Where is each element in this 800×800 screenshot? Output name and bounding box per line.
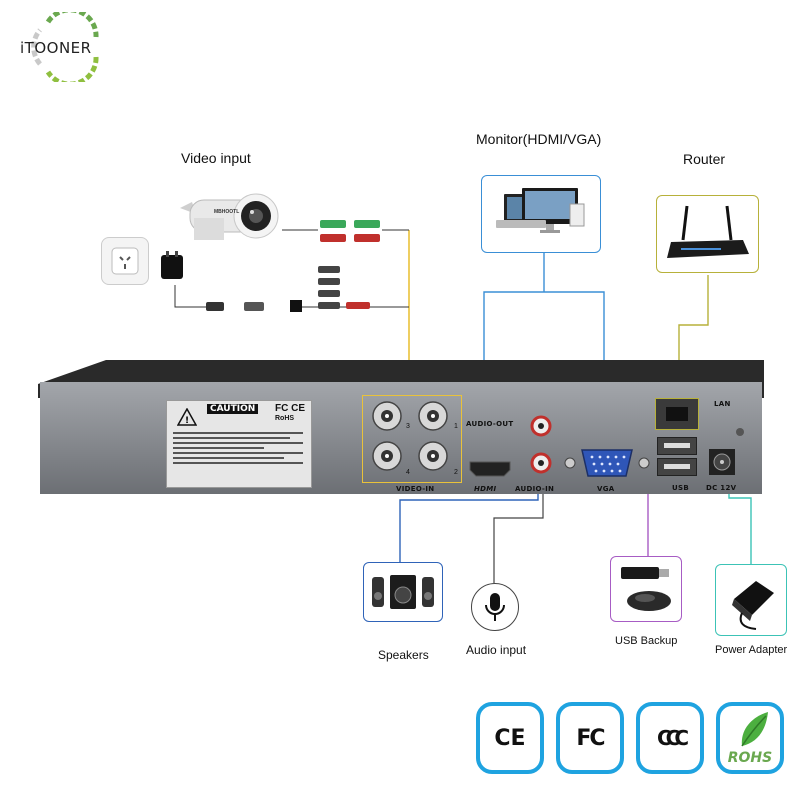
- speakers-label: Speakers: [378, 648, 429, 662]
- speakers-box: [363, 562, 443, 622]
- ccc-cert-badge: CCC: [636, 702, 704, 774]
- video-in-label: VIDEO-IN: [396, 485, 435, 493]
- logo-ring-icon: [31, 7, 99, 87]
- fc-cert-text: FC: [576, 725, 605, 751]
- cable-splitter-icon: [206, 266, 370, 312]
- bnc-number-3: 3: [406, 423, 410, 430]
- rohs-cert-badge: ROHS: [716, 702, 784, 774]
- router-box: [656, 195, 759, 273]
- video-in-ports: 3 1 4 2: [362, 395, 462, 483]
- usb-backup-label: USB Backup: [615, 635, 678, 647]
- rohs-mark: RoHS: [275, 415, 295, 422]
- screw-icon: [736, 428, 744, 436]
- dvr-unit: [38, 360, 764, 498]
- rohs-cert-text: ROHS: [727, 750, 773, 766]
- lan-label: LAN: [714, 400, 731, 408]
- audio-in-label: AUDIO-IN: [515, 485, 555, 493]
- leaf-icon: [741, 712, 768, 747]
- power-socket-icon: [101, 237, 149, 285]
- usb-port-1: [657, 437, 697, 455]
- power-adapter-box: [715, 564, 787, 636]
- usb-port-2: [657, 458, 697, 476]
- caution-title: CAUTION: [207, 404, 259, 414]
- power-adapter-label: Power Adapter: [715, 644, 788, 656]
- power-plug-icon: [161, 251, 183, 279]
- ccc-cert-text: CCC: [656, 726, 689, 750]
- svg-text:!: !: [185, 416, 189, 426]
- bnc-number-1: 1: [454, 423, 458, 430]
- camera-brand-text: MBHOOTL: [214, 209, 240, 215]
- vga-port: [564, 449, 650, 477]
- audio-input-box: [471, 583, 519, 631]
- audio-out-port: [530, 415, 552, 437]
- router-icon: [667, 205, 749, 258]
- ce-cert-text: CE: [494, 725, 526, 751]
- warning-icon: !: [177, 408, 197, 426]
- bnc-number-4: 4: [406, 469, 410, 476]
- lan-port: [655, 398, 699, 430]
- bnc-number-2: 2: [454, 469, 458, 476]
- video-input-label: Video input: [181, 150, 251, 166]
- fc-ce-mark: FC CE: [275, 403, 305, 414]
- usb-backup-box: [610, 556, 682, 622]
- dc-label: DC 12V: [706, 484, 737, 492]
- monitor-box: [481, 175, 601, 253]
- camera-illustration: MBHOOTL: [178, 188, 282, 256]
- audio-input-label: Audio input: [466, 643, 527, 657]
- usb-backup-icon: [621, 567, 671, 611]
- power-adapter-icon: [732, 581, 774, 630]
- monitor-label: Monitor(HDMI/VGA): [476, 131, 602, 147]
- monitor-icon: [496, 188, 585, 233]
- speakers-icon: [372, 575, 434, 609]
- audio-out-label: AUDIO-OUT: [466, 420, 514, 428]
- fc-cert-badge: FC: [556, 702, 624, 774]
- caution-sticker: ! CAUTION FC CE RoHS: [166, 400, 312, 488]
- microphone-icon: [485, 593, 505, 621]
- hdmi-label: HDMI: [474, 485, 497, 493]
- vga-label: VGA: [597, 485, 615, 493]
- audio-in-port: [530, 452, 552, 474]
- brand-logo: iTOONER: [18, 7, 108, 87]
- usb-label: USB: [672, 484, 689, 492]
- logo-text: iTOONER: [20, 39, 92, 57]
- hdmi-port: [469, 461, 511, 477]
- rca-plugs-video: [320, 220, 380, 242]
- dc-power-port: [709, 449, 735, 475]
- ce-cert-badge: CE: [476, 702, 544, 774]
- caution-fine-print: [173, 429, 303, 467]
- router-label: Router: [683, 151, 726, 167]
